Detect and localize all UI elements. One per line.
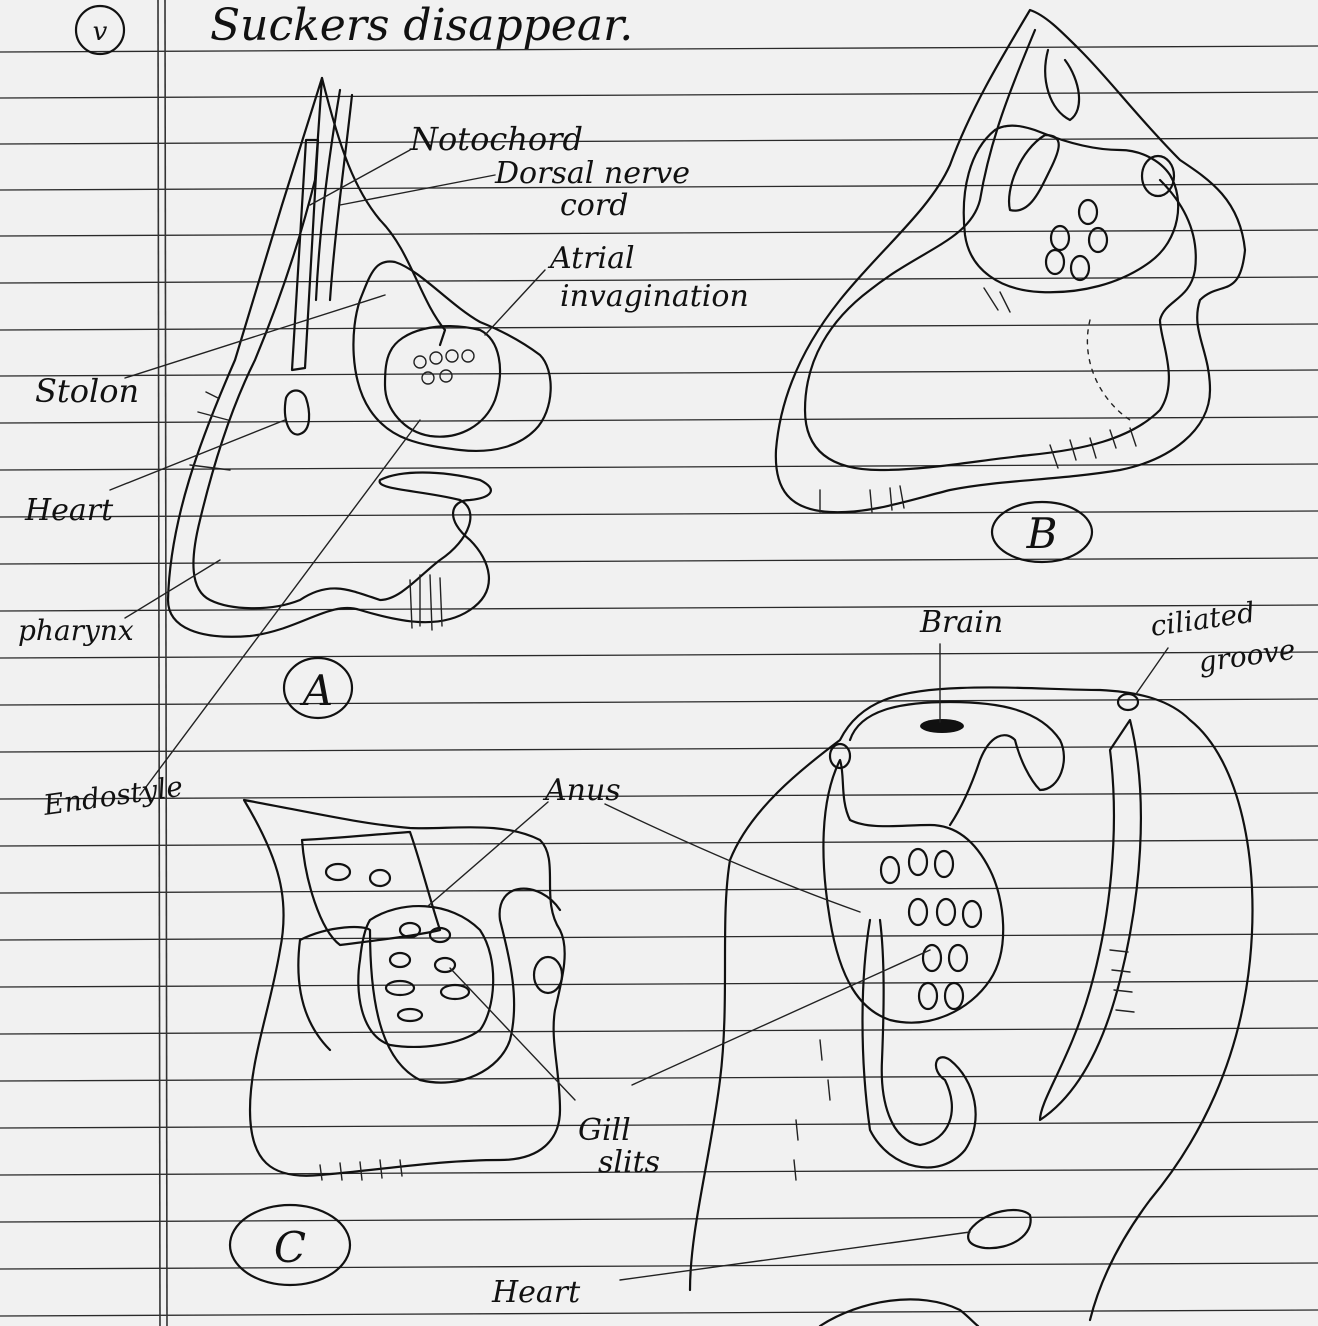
label-endostyle: Endostyle [40,770,184,822]
diagram-c-outer-body [244,800,565,1176]
diagram-c-pharynx [358,906,493,1047]
diagram-d-gut-loop [863,920,976,1167]
diagram-a: A [168,78,551,718]
figure-label-b: B [1026,509,1058,558]
diagram-b-stolon-marks [820,288,1136,512]
diagram-a-notochord-spike [322,78,445,345]
label-pharynx: pharynx [18,614,134,647]
diagram-a-heart [285,391,309,435]
diagram-d-marks [794,950,1134,1180]
diagram-b-gut [1009,50,1079,211]
diagram-a-atrium [353,261,550,451]
diagram-d-brain [920,719,964,733]
label-dorsal-nerve-cord-1: Dorsal nerve [494,156,690,191]
heading-numeral: v [93,17,108,47]
label-stolon: Stolon [35,372,139,410]
diagram-d-heart [968,1210,1031,1248]
label-ciliated-groove-1: ciliated [1148,596,1257,643]
diagram-d-ciliated-groove [1118,694,1138,710]
label-gill-slits-2: slits [598,1145,660,1180]
diagram-a-nerve-cord [316,90,352,300]
diagram-b-inner-body [805,30,1196,470]
heading: v Suckers disappear. [76,0,633,54]
heading-text: Suckers disappear. [210,0,633,51]
diagram-d-head [850,702,1064,825]
label-gill-slits-1: Gill [578,1113,631,1148]
diagram-c-stolon-marks [320,1160,402,1180]
diagram-c: C [230,800,565,1285]
label-brain: Brain [919,605,1003,640]
diagram-d [690,687,1253,1326]
label-notochord: Notochord [409,120,583,158]
diagram-d-endostyle-arm [1040,720,1141,1120]
figure-label-c: C [274,1223,306,1272]
diagram-a-labels: Notochord Dorsal nerve cord Atrial invag… [18,120,749,822]
label-anus: Anus [542,773,621,808]
label-atrial-invagination-1: Atrial [547,241,635,276]
diagram-b-outer-body [776,10,1245,512]
diagram-a-notochord [292,140,318,370]
label-heart-a: Heart [24,493,114,528]
label-ciliated-groove-2: groove [1196,633,1297,679]
label-atrial-invagination-2: invagination [560,279,749,314]
figure-label-a: A [299,666,333,715]
label-heart-d: Heart [491,1275,581,1310]
label-dorsal-nerve-cord-2: cord [560,188,628,223]
